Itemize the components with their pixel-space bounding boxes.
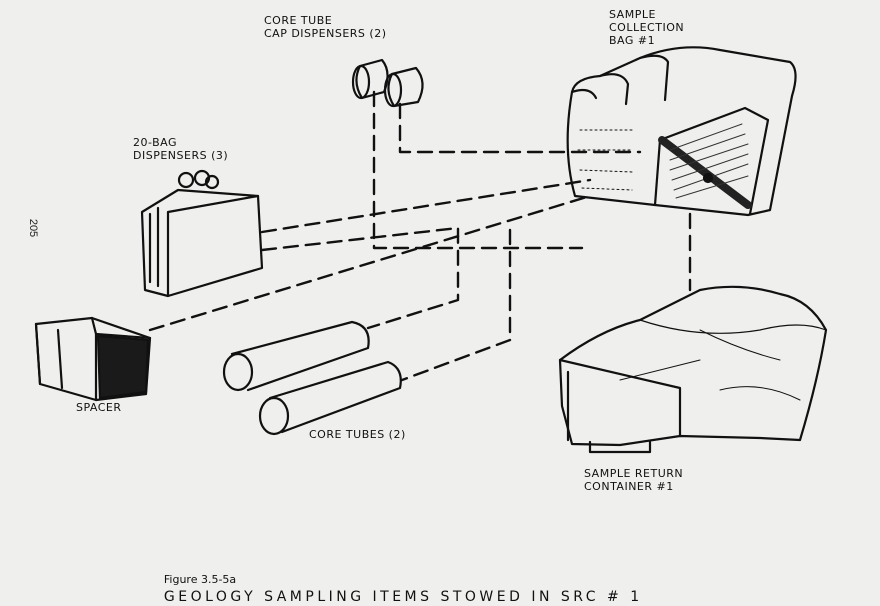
figure-title: GEOLOGY SAMPLING ITEMS STOWED IN SRC # 1: [163, 589, 643, 605]
spacer-drawing: [34, 316, 152, 402]
label-core-tubes: CORE TUBES (2): [309, 428, 406, 441]
connection-lines: [148, 90, 692, 382]
bag-dispensers-drawing: [140, 169, 264, 298]
sample-collection-bag-drawing: [566, 46, 797, 217]
label-core-tube-cap-dispensers: CORE TUBE CAP DISPENSERS (2): [264, 14, 387, 40]
page-number: 205: [27, 218, 40, 238]
label-spacer: SPACER: [76, 401, 122, 414]
exploded-diagram: [34, 46, 828, 454]
label-sample-return-container: SAMPLE RETURN CONTAINER #1: [584, 467, 684, 493]
sample-return-container-drawing: [558, 285, 828, 454]
core-tubes-drawing: [222, 320, 402, 436]
figure-number: Figure 3.5-5a: [163, 573, 237, 586]
figure-caption: Figure 3.5-5a GEOLOGY SAMPLING ITEMS STO…: [155, 552, 643, 606]
label-bag-dispensers: 20-BAG DISPENSERS (3): [133, 136, 229, 162]
core-tube-cap-dispensers-drawing: [351, 58, 424, 108]
label-sample-collection-bag: SAMPLE COLLECTION BAG #1: [609, 8, 685, 47]
